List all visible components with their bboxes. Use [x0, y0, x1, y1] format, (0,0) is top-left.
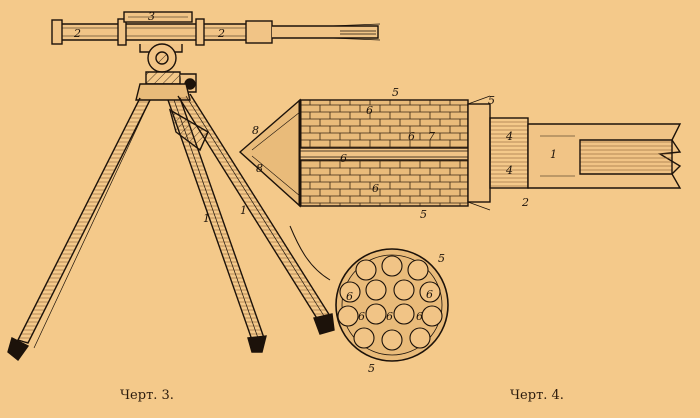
label-tube-left: 2 [73, 27, 81, 40]
label-fuse: 7 [428, 130, 435, 143]
figure-4-canister [238, 95, 682, 211]
label-charge-d: 6 [372, 182, 379, 195]
label-plug-b: 4 [505, 164, 513, 177]
label-top: 5 [392, 86, 399, 99]
label-section-cell-3: 6 [386, 310, 393, 323]
tripod-head [135, 43, 197, 101]
caption-figure-3: Черт. 3. [120, 388, 174, 403]
label-section-cell-2: 6 [358, 310, 365, 323]
cross-section [335, 248, 449, 362]
label-leg-2: 1 [240, 204, 247, 217]
label-base: 2 [521, 196, 529, 209]
label-section-cell-5: 6 [426, 288, 433, 301]
label-charge-c: 6 [340, 152, 347, 165]
label-tip-b: 8 [256, 162, 263, 175]
telescope-tube [51, 11, 381, 46]
label-cap: 5 [488, 94, 495, 107]
label-plug-a: 4 [505, 130, 513, 143]
caption-figure-4: Черт. 4. [510, 388, 564, 403]
label-tube-mid: 3 [148, 10, 155, 23]
label-tip-a: 8 [252, 124, 259, 137]
label-section-top: 5 [438, 252, 445, 265]
label-section-cell-1: 6 [346, 290, 353, 303]
label-charge-b: 6 [408, 130, 415, 143]
figure-3-telescope-tripod [7, 11, 381, 362]
label-tube-right: 2 [217, 27, 225, 40]
label-charge-a: 6 [366, 104, 373, 117]
tripod-legs [7, 93, 335, 362]
label-bottom: 5 [420, 208, 427, 221]
section-leader-line [289, 225, 331, 281]
label-section-bottom: 5 [368, 362, 375, 375]
label-section-cell-4: 6 [416, 310, 423, 323]
label-leg: 1 [203, 212, 210, 225]
label-stick: 1 [550, 148, 557, 161]
